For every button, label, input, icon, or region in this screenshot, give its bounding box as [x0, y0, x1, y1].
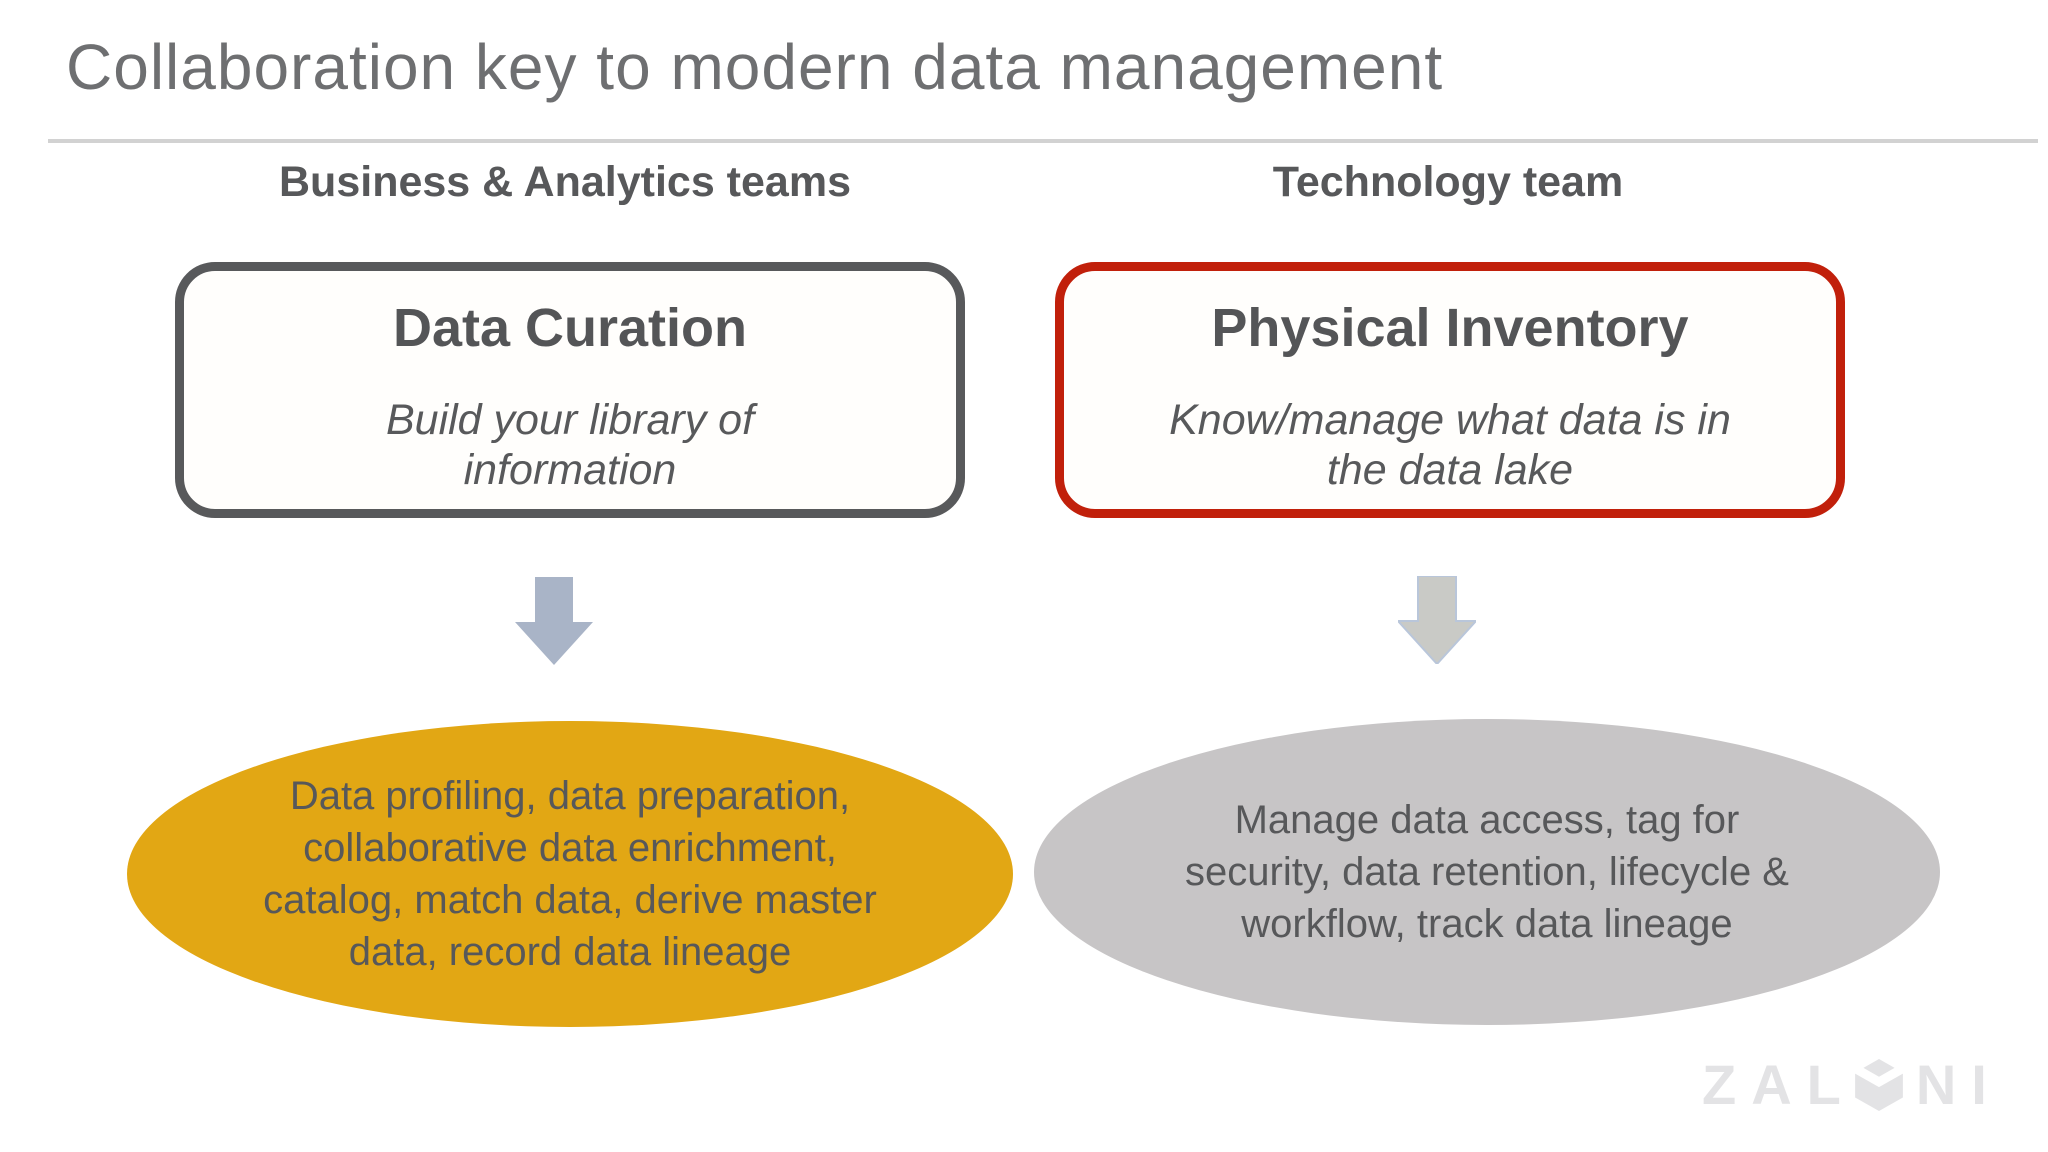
zaloni-watermark: ZAL NI [1702, 1052, 2002, 1117]
inventory-activities-ellipse: Manage data access, tag for security, da… [1034, 719, 1940, 1025]
curation-activities-text: Data profiling, data preparation, collab… [263, 774, 877, 974]
down-arrow-icon-left [515, 577, 593, 665]
physical-inventory-box-title: Physical Inventory [1211, 298, 1689, 358]
data-curation-box-subtitle: Build your library of information [385, 396, 755, 494]
zaloni-watermark-prefix: ZAL [1702, 1053, 1856, 1116]
down-arrow-icon-right [1398, 576, 1476, 664]
column-header-business-analytics: Business & Analytics teams [279, 158, 851, 206]
data-curation-box: Data Curation Build your library of info… [175, 262, 965, 518]
physical-inventory-box: Physical Inventory Know/manage what data… [1055, 262, 1845, 518]
data-curation-box-title: Data Curation [392, 298, 748, 358]
page-title: Collaboration key to modern data managem… [66, 31, 1444, 103]
title-divider [48, 139, 2038, 143]
zaloni-cube-icon [1854, 1058, 1903, 1111]
inventory-activities-text: Manage data access, tag for security, da… [1185, 798, 1789, 946]
physical-inventory-box-subtitle: Know/manage what data is in the data lak… [1169, 396, 1731, 494]
zaloni-watermark-suffix: NI [1915, 1053, 2002, 1116]
curation-activities-ellipse: Data profiling, data preparation, collab… [127, 721, 1013, 1027]
column-header-technology: Technology team [1272, 158, 1624, 206]
